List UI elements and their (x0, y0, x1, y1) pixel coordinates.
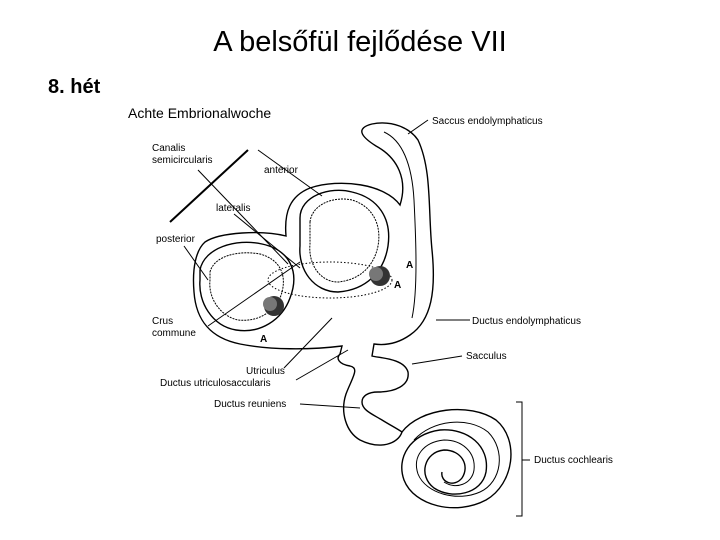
pointer-utriculus (283, 317, 333, 369)
anterior-canal-outer (299, 189, 390, 293)
cochlear-bracket (516, 401, 523, 517)
label-commune: commune (152, 328, 196, 339)
label-ductus-reuniens: Ductus reuniens (214, 399, 286, 410)
label-utriculus: Utriculus (246, 366, 285, 377)
ampulla-mark: A (394, 280, 401, 291)
canalis-bracket (169, 149, 249, 223)
endolymphatic-duct-inner (383, 131, 417, 319)
pointer-anterior (257, 149, 323, 197)
pointer-crus (207, 261, 301, 327)
ampulla-mark: A (406, 260, 413, 271)
posterior-canal-inner (209, 252, 284, 321)
label-sacculus: Sacculus (466, 351, 507, 362)
pointer-saccus (407, 119, 429, 135)
label-canalis: Canalis (152, 143, 185, 154)
ampulla-mark: A (260, 334, 267, 345)
pointer-reuniens (299, 403, 361, 409)
week-label: 8. hét (48, 76, 101, 98)
label-ductus-utriculosaccularis: Ductus utriculosaccularis (160, 378, 271, 389)
pointer-sacculus (411, 355, 463, 365)
lateral-canal (267, 261, 393, 299)
pointer-posterior (183, 245, 209, 281)
cochlear-duct-spiral-inner (413, 421, 500, 497)
label-ductus-cochlearis: Ductus cochlearis (534, 455, 613, 466)
pointer-lateralis (233, 213, 301, 269)
ampulla-posterior-highlight (263, 297, 277, 311)
anterior-canal-inner (309, 198, 380, 283)
cochlear-duct-spiral (401, 408, 512, 509)
label-anterior: anterior (264, 165, 299, 176)
label-lateralis: lateralis (216, 203, 250, 214)
label-semicircularis: semicircularis (152, 155, 213, 166)
pointer-canalis (197, 169, 289, 265)
posterior-canal-outer (199, 241, 295, 332)
slide-title: A belsőfül fejlődése VII (213, 26, 507, 58)
pointer-utriculosaccularis (295, 349, 349, 381)
label-saccus-endolymphaticus: Saccus endolymphaticus (432, 116, 543, 127)
ampulla-anterior-highlight (369, 267, 383, 281)
label-ductus-endolymphaticus: Ductus endolymphaticus (472, 316, 581, 327)
figure-heading: Achte Embrionalwoche (128, 105, 271, 121)
label-crus: Crus (152, 316, 173, 327)
label-posterior: posterior (156, 234, 196, 245)
